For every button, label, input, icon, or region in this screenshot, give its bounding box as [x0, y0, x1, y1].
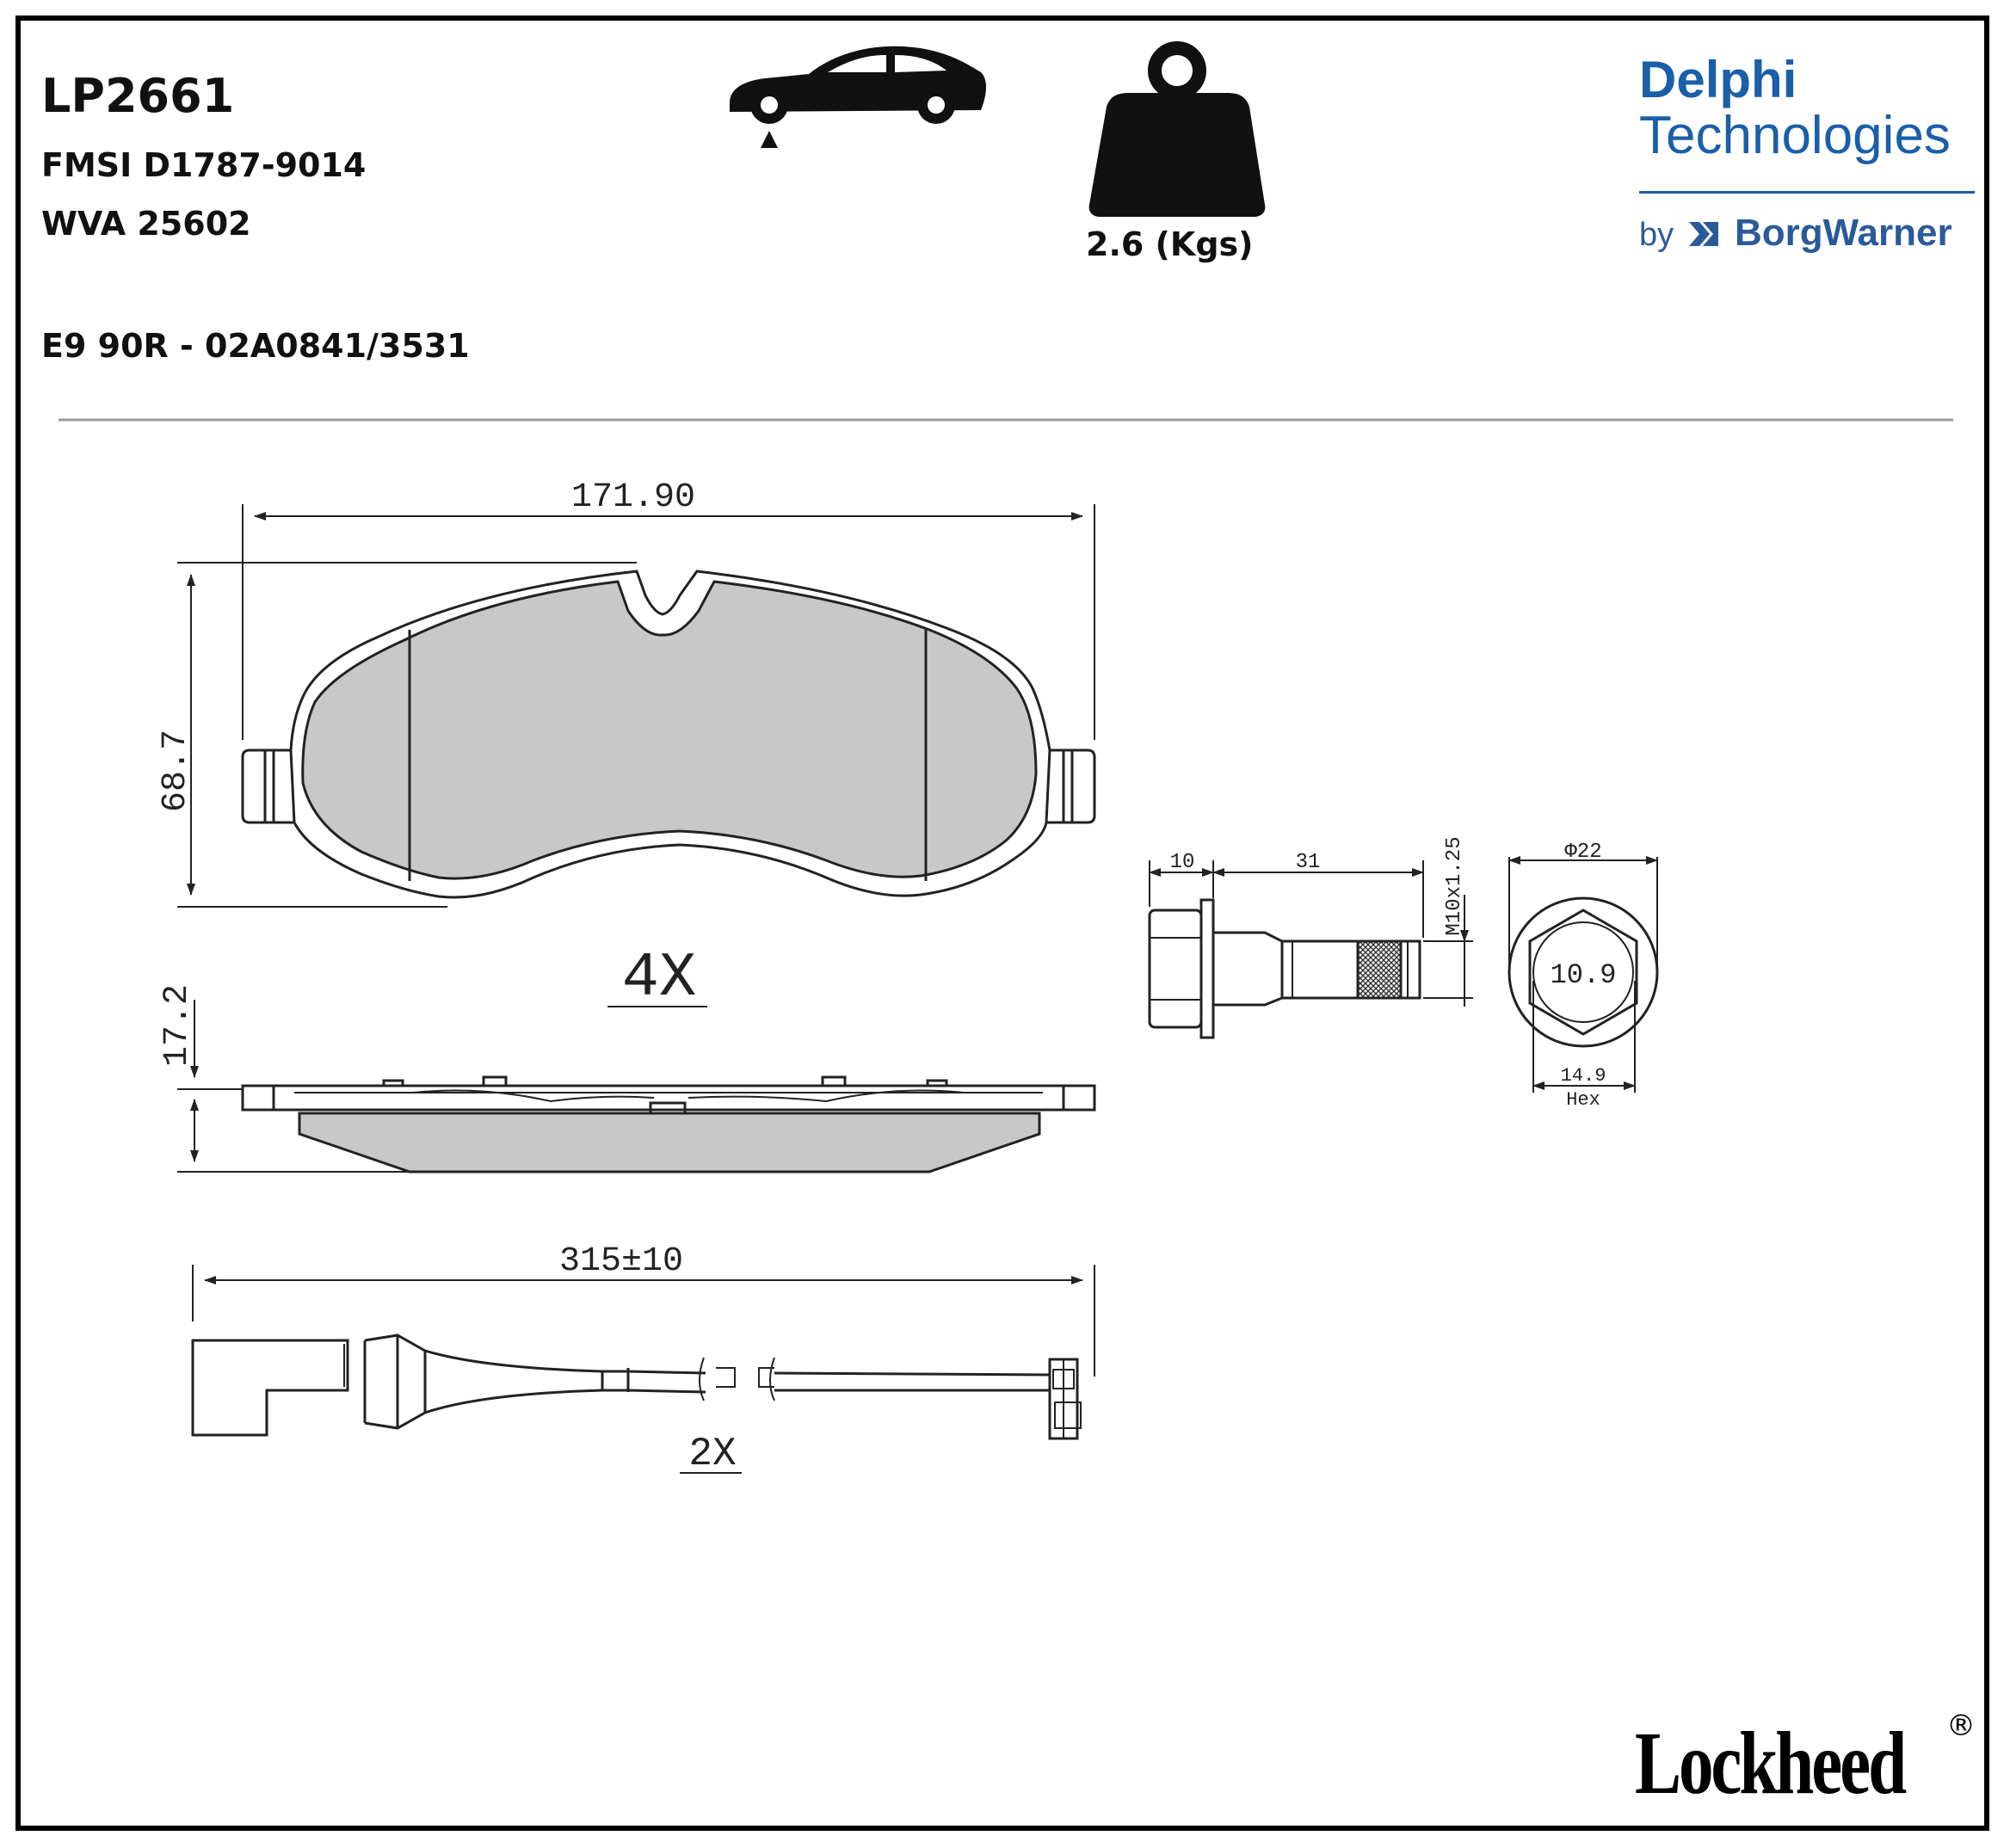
- borgwarner-logo-icon: [1689, 222, 1718, 246]
- pad-width-value: 171.90: [571, 478, 695, 517]
- wire-length-dimension: 315±10: [192, 1242, 1095, 1377]
- bolt-end-view: 10.9: [1508, 896, 1659, 1048]
- approval-number: E9 90R - 02A0841/3531: [41, 327, 470, 365]
- pad-thickness-value: 17.2: [158, 984, 197, 1067]
- pad-width-dimension: 171.90: [242, 478, 1095, 740]
- brand-borgwarner: BorgWarner: [1735, 212, 1952, 254]
- bolt-diameter-value: Φ22: [1564, 841, 1601, 864]
- wear-sensor-wire: [191, 1334, 1082, 1440]
- page-frame: [15, 15, 1989, 1831]
- car-axle-position-icon: [730, 46, 986, 148]
- brand-divider: [1639, 191, 1975, 194]
- bolt-side-view: [1148, 898, 1421, 1039]
- bolt-end-dimensions: Φ22 14.9 Hex: [1508, 841, 1658, 1111]
- brand-lockheed: Lockheed: [1635, 1714, 1907, 1813]
- pad-thickness-dimension: 17.2: [158, 984, 410, 1173]
- pad-height-dimension: 68.7: [157, 562, 637, 908]
- pad-quantity: 4X: [622, 943, 696, 1013]
- bolt-grade-value: 10.9: [1551, 959, 1617, 991]
- brand-delphi: Delphi: [1639, 51, 1797, 108]
- pad-height-value: 68.7: [157, 730, 195, 812]
- bolt-thread-value: M10x1.25: [1443, 836, 1466, 935]
- bolt-shank-length-value: 31: [1296, 851, 1321, 874]
- bolt-hex-label: Hex: [1566, 1089, 1600, 1111]
- weight-label: 2.6 (Kgs): [1086, 225, 1254, 263]
- brand-by: by: [1639, 217, 1674, 253]
- weight-icon: [1088, 41, 1266, 217]
- pad-side-view: [241, 1075, 1096, 1173]
- registered-mark: ®: [1946, 1709, 1976, 1743]
- pad-front-view: [241, 570, 1096, 899]
- wire-quantity: 2X: [688, 1432, 736, 1476]
- bolt-hex-size-value: 14.9: [1561, 1065, 1606, 1087]
- wva-number: WVA 25602: [41, 205, 251, 243]
- fmsi-number: FMSI D1787-9014: [41, 146, 367, 184]
- wire-length-value: 315±10: [559, 1242, 683, 1281]
- bolt-dimensions: 10 31 M10x1.25: [1149, 836, 1473, 1007]
- part-number: LP2661: [41, 69, 235, 123]
- brand-technologies: Technologies: [1639, 106, 1951, 165]
- bolt-head-length-value: 10: [1170, 851, 1195, 874]
